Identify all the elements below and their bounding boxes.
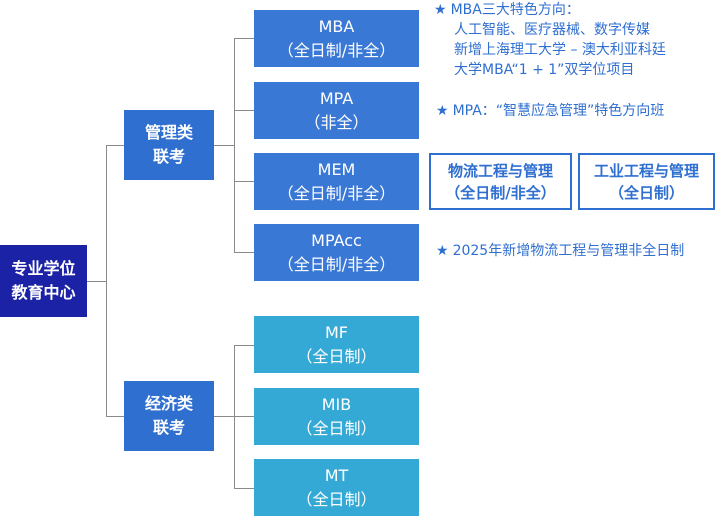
branch-to-mt <box>234 488 254 489</box>
program-mpacc: MPAcc （全日制/非全） <box>254 224 419 281</box>
mba-note-line2: 人工智能、医疗器械、数字传媒 <box>454 22 650 38</box>
program-mode: （全日制/非全） <box>277 254 396 274</box>
category-label-line2: 联考 <box>152 418 185 437</box>
category-economics: 经济类 联考 <box>124 381 214 451</box>
program-name: MIB <box>321 394 352 414</box>
mba-note: ★MBA三大特色方向： 人工智能、医疗器械、数字传媒 新增上海理工大学 – 澳大… <box>434 0 666 80</box>
branch-to-management <box>106 145 124 146</box>
category-label-line1: 经济类 <box>144 394 193 413</box>
program-name: MPAcc <box>311 230 362 250</box>
program-mib: MIB （全日制） <box>254 388 419 445</box>
management-connector <box>214 145 235 146</box>
branch-to-mem <box>234 181 254 182</box>
mba-note-line4: 大学MBA“1 + 1”双学位项目 <box>454 62 635 78</box>
program-mode: （全日制） <box>296 418 377 438</box>
mpa-note-text: MPA：“智慧应急管理”特色方向班 <box>452 103 665 119</box>
program-mt: MT （全日制） <box>254 459 419 516</box>
mba-note-line3: 新增上海理工大学 – 澳大利亚科廷 <box>454 42 666 58</box>
track-mode: （全日制） <box>608 183 684 202</box>
category-management: 管理类 联考 <box>124 110 214 180</box>
track-name: 物流工程与管理 <box>447 161 553 180</box>
branch-to-mpa <box>234 110 254 111</box>
program-mem: MEM （全日制/非全） <box>254 153 419 210</box>
root-label-line2: 教育中心 <box>11 283 76 302</box>
mem-track-industrial: 工业工程与管理 （全日制） <box>578 153 715 210</box>
program-mode: （非全） <box>304 112 369 132</box>
star-icon: ★ <box>434 2 447 18</box>
star-icon: ★ <box>436 103 449 119</box>
mba-note-line1: ★MBA三大特色方向： <box>434 2 580 18</box>
program-name: MEM <box>317 159 356 179</box>
root-label-line1: 专业学位 <box>11 259 76 278</box>
mpacc-note-text: 2025年新增物流工程与管理非全日制 <box>452 243 685 259</box>
branch-to-mf <box>234 345 254 346</box>
program-name: MF <box>324 322 348 342</box>
root-branch-vertical <box>106 145 107 417</box>
category-label-line2: 联考 <box>152 147 185 166</box>
branch-to-mba <box>234 38 254 39</box>
mem-track-logistics: 物流工程与管理 （全日制/非全） <box>429 153 572 210</box>
program-mf: MF （全日制） <box>254 316 419 373</box>
track-name: 工业工程与管理 <box>593 161 699 180</box>
branch-to-economics <box>106 416 124 417</box>
program-mode: （全日制/非全） <box>277 40 396 60</box>
mpa-note: ★MPA：“智慧应急管理”特色方向班 <box>436 101 664 121</box>
management-branch-vertical <box>234 38 235 253</box>
root-node: 专业学位 教育中心 <box>0 245 87 317</box>
program-mode: （全日制） <box>296 489 377 509</box>
program-mba: MBA （全日制/非全） <box>254 10 419 67</box>
economics-connector <box>214 416 235 417</box>
track-mode: （全日制/非全） <box>445 183 556 202</box>
program-name: MBA <box>318 16 355 36</box>
program-mode: （全日制） <box>296 346 377 366</box>
star-icon: ★ <box>436 243 449 259</box>
program-mode: （全日制/非全） <box>277 183 396 203</box>
program-name: MPA <box>319 88 354 108</box>
program-name: MT <box>324 465 349 485</box>
category-label-line1: 管理类 <box>144 123 193 142</box>
program-mpa: MPA （非全） <box>254 82 419 139</box>
mpacc-note: ★2025年新增物流工程与管理非全日制 <box>436 241 684 261</box>
branch-to-mpacc <box>234 252 254 253</box>
root-connector <box>87 281 107 282</box>
branch-to-mib <box>234 416 254 417</box>
